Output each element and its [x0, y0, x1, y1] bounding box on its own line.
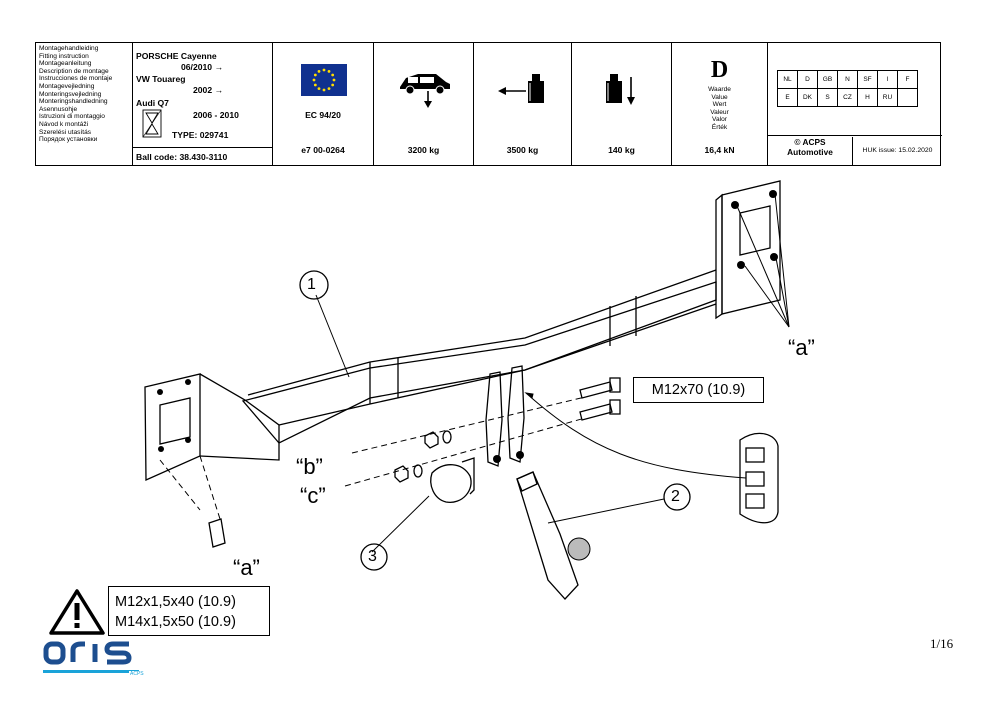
country-code: D	[797, 70, 818, 89]
country-code: H	[857, 88, 878, 107]
language-item: Instrucciones de montaje	[39, 75, 113, 83]
vehicle-2-year: 2002 →	[193, 85, 224, 95]
approval-number: e7 00-0264	[301, 145, 345, 155]
bolt-spec-1: M12x1,5x40 (10.9)	[115, 594, 236, 610]
bolt-label-a-top: “a”	[788, 335, 815, 360]
d-letter: D	[710, 57, 729, 83]
eu-star-icon	[327, 69, 331, 73]
country-code: E	[777, 88, 798, 107]
eu-star-icon	[322, 88, 326, 92]
d-word: Value	[711, 93, 728, 101]
country-code: N	[837, 70, 858, 89]
language-item: Istruzioni di montaggio	[39, 113, 105, 121]
vehicle-cell: PORSCHE Cayenne 06/2010 → VW Touareg 200…	[133, 43, 273, 165]
country-code: NL	[777, 70, 798, 89]
pull-weight-icon	[498, 74, 544, 103]
vehicle-2-name: VW Touareg	[136, 74, 186, 84]
part-label-1: 1	[307, 276, 316, 293]
vehicle-3-year: 2006 - 2010	[193, 110, 239, 120]
country-code: RU	[877, 88, 898, 107]
part-label-2: 2	[671, 488, 680, 505]
d-value: 3200 kg	[407, 145, 440, 155]
logo-sub: ACPS	[129, 671, 145, 677]
nut-label-c: “c”	[300, 483, 326, 508]
type-number: TYPE: 029741	[172, 130, 229, 140]
d-word: Valor	[712, 116, 727, 123]
eu-star-icon	[312, 78, 316, 82]
eu-star-icon	[331, 83, 335, 87]
language-item: Montageanleitung	[39, 60, 92, 68]
vehicle-1-year: 06/2010 →	[181, 62, 224, 72]
d-word: Wert	[712, 101, 727, 108]
approval-cell: EC 94/20 e7 00-0264	[273, 43, 374, 165]
vertical-load: 140 kg	[608, 145, 635, 155]
ball-code: Ball code: 38.430-3110	[136, 152, 228, 162]
language-item: Montagehandleiding	[39, 45, 99, 52]
d-value-cell: 3200 kg	[374, 43, 474, 165]
eu-flag-icon	[301, 64, 347, 96]
language-item: Asennusohje	[39, 105, 78, 113]
country-code: CZ	[837, 88, 858, 107]
bolt-spec-box: M12x1,5x40 (10.9) M14x1,5x50 (10.9)	[108, 586, 270, 636]
eu-star-icon	[313, 83, 317, 87]
warning-icon	[49, 589, 105, 635]
eu-star-icon	[322, 68, 326, 72]
part-label-3: 3	[368, 548, 377, 565]
d-word: Érték	[711, 123, 728, 131]
bolt-label-a-bottom: “a”	[233, 555, 260, 580]
d-word: Waarde	[708, 86, 731, 93]
page-number: 1/16	[930, 636, 954, 651]
country-code: F	[897, 70, 918, 89]
language-item: Návod k montáži	[39, 120, 89, 128]
eu-star-icon	[313, 73, 317, 77]
vehicle-3-name: Audi Q7	[136, 98, 169, 108]
max-trailer-weight: 3500 kg	[506, 145, 539, 155]
eu-star-icon	[327, 87, 331, 91]
eu-star-icon	[332, 78, 336, 82]
country-code: I	[877, 70, 898, 89]
language-item: Szerelési utasítás	[39, 128, 92, 136]
eu-star-icon	[317, 87, 321, 91]
eu-star-icon	[317, 69, 321, 73]
country-code	[897, 88, 918, 107]
bolt-callout: M12x70 (10.9)	[633, 377, 764, 403]
company-block: © ACPS Automotive	[768, 137, 852, 157]
country-code: S	[817, 88, 838, 107]
vehicle-1-name: PORSCHE Cayenne	[136, 51, 217, 61]
country-code: SF	[857, 70, 878, 89]
issue-date: HUK issue: 15.02.2020	[852, 137, 942, 165]
directive: EC 94/20	[305, 110, 341, 120]
bolt-spec-2: M14x1,5x50 (10.9)	[115, 614, 236, 630]
assembly-drawing	[144, 180, 790, 600]
language-item: Description de montage	[39, 67, 109, 75]
language-item: Fitting instruction	[39, 52, 89, 60]
country-code: GB	[817, 70, 838, 89]
oris-logo: ACPS	[43, 640, 145, 685]
max-trailer-cell: 3500 kg	[474, 43, 572, 165]
language-item: Порядок установки	[39, 136, 98, 144]
language-item: Montagevejledning	[39, 82, 95, 90]
company-name: Automotive	[787, 147, 833, 157]
dc-value: 16,4 kN	[704, 145, 735, 155]
vertical-load-cell: 140 kg	[572, 43, 672, 165]
eu-star-icon	[331, 73, 335, 77]
vertical-weight-icon	[606, 74, 635, 105]
car-load-icon	[400, 74, 450, 108]
country-code: DK	[797, 88, 818, 107]
d-word: Valeur	[710, 108, 729, 116]
copyright: © ACPS	[794, 137, 826, 147]
oris-logo-mark	[43, 641, 139, 673]
hourglass-icon	[142, 109, 162, 138]
nut-label-b: “b”	[296, 454, 323, 479]
language-item: Monteringshandledning	[39, 98, 108, 106]
language-item: Monteringsvejledning	[39, 90, 102, 98]
